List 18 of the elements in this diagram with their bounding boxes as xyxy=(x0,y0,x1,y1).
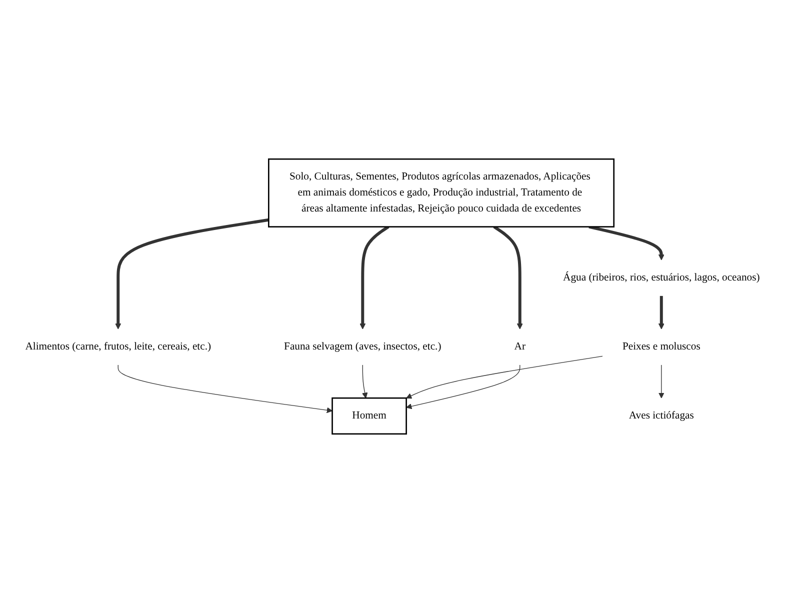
node-text: Fauna selvagem (aves, insectos, etc.) xyxy=(284,340,442,352)
arrow xyxy=(493,226,523,330)
node-box: Solo, Culturas, Sementes, Produtos agrícolas armazenados, Aplicações em animais domésticos e gado, Produção industrial, Tratamento de áreas altamente infestadas, Rejeição pouco cuidada de excedentes xyxy=(268,158,615,228)
arrow xyxy=(658,296,664,330)
arrow xyxy=(115,218,269,330)
arrow xyxy=(406,364,520,410)
node-text: Aves ictiófagas xyxy=(628,410,694,422)
arrow xyxy=(406,356,603,399)
arrow xyxy=(362,364,368,398)
node-text: Água (ribeiros, rios, estuários, lagos, oceanos) xyxy=(563,272,760,284)
arrow xyxy=(118,364,333,414)
node-text: Peixes e moluscos xyxy=(622,340,700,352)
arrow xyxy=(360,226,390,330)
arrow xyxy=(588,225,664,260)
node-box: Homem xyxy=(332,397,407,435)
arrow xyxy=(658,364,664,398)
node-text: Ar xyxy=(514,340,526,352)
node-text: Alimentos (carne, frutos, leite, cereais, etc.) xyxy=(25,340,212,352)
